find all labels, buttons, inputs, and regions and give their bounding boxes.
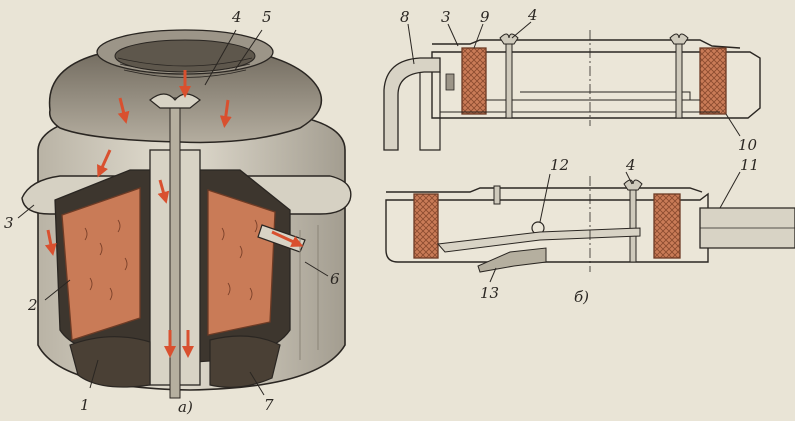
oil-bath [69, 336, 151, 388]
callout-a-6: 6 [330, 270, 340, 288]
callout-a-5: 5 [262, 8, 272, 26]
lower-section [385, 176, 795, 273]
latch-lever [436, 227, 641, 253]
callout-b-10: 10 [738, 136, 758, 154]
filter-fibers [84, 219, 258, 301]
filter-element-lower-right [653, 193, 681, 259]
callout-b-11: 11 [740, 156, 759, 174]
wing-nut-icon [623, 179, 643, 191]
callout-b-4-low: 4 [625, 156, 636, 174]
callout-b-12: 12 [550, 156, 569, 174]
drain-tube-13 [477, 247, 547, 273]
upper-section [383, 30, 761, 151]
filter-element-left [61, 187, 141, 341]
callout-a-3: 3 [4, 214, 14, 232]
filter-element-right [207, 189, 276, 336]
callout-b-4-top: 4 [527, 6, 538, 24]
leader-lines-a [17, 29, 329, 396]
filter-element-lower-left [413, 193, 439, 259]
figure-a-cutaway: 1 2 3 4 5 6 7 а) [4, 8, 352, 416]
callout-a-4: 4 [231, 8, 242, 26]
callout-b-8: 8 [400, 8, 410, 26]
leader-lines-b [407, 21, 741, 283]
air-flow-arrow [44, 70, 304, 358]
figure-b-caption: б) [574, 288, 589, 306]
oil-bath-right [209, 335, 281, 388]
figure-b-sections: 8 3 9 4 10 12 4 11 13 б) [383, 6, 795, 306]
figure-a-caption: а) [178, 398, 193, 416]
callout-b-9: 9 [480, 8, 490, 26]
callout-a-1: 1 [80, 396, 90, 414]
center-rod [169, 97, 181, 399]
filter-element-9 [461, 47, 487, 115]
callout-b-13: 13 [480, 284, 499, 302]
callout-b-3: 3 [441, 8, 451, 26]
callout-a-2: 2 [27, 296, 38, 314]
filter-element-10 [699, 47, 727, 115]
callout-a-7: 7 [264, 396, 274, 414]
